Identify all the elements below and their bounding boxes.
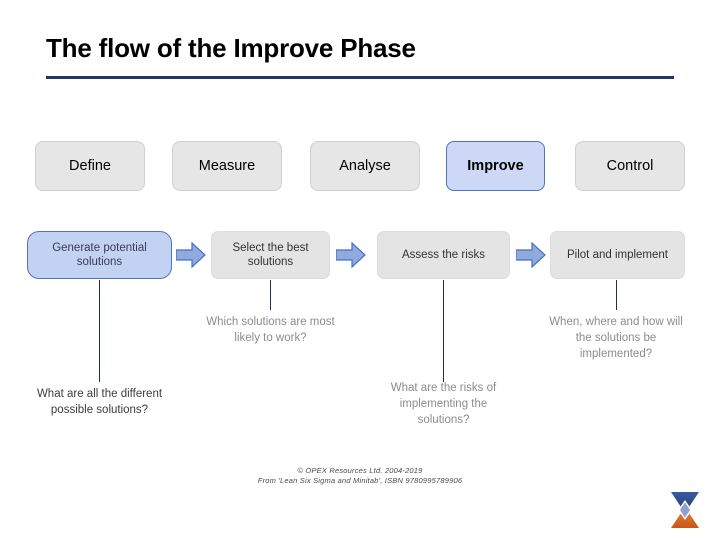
phase-box-analyse[interactable]: Analyse bbox=[310, 141, 420, 191]
arrow-right-icon-2 bbox=[336, 242, 366, 268]
connector-line-select bbox=[270, 280, 271, 310]
caption-assess: What are the risks of implementing the s… bbox=[390, 382, 497, 426]
phase-label: Define bbox=[69, 158, 111, 174]
connector-line-pilot bbox=[616, 280, 617, 310]
step-box-pilot-and-implement[interactable]: Pilot and implement bbox=[550, 231, 685, 279]
arrow-right-icon-1 bbox=[176, 242, 206, 268]
page-title: The flow of the Improve Phase bbox=[46, 33, 416, 63]
step-label: Assess the risks bbox=[401, 249, 486, 261]
footer-copyright-line: © OPEX Resources Ltd. 2004-2019 bbox=[297, 466, 423, 475]
phase-label: Improve bbox=[467, 158, 524, 174]
arrow-right-icon-3 bbox=[516, 242, 546, 268]
phase-box-define[interactable]: Define bbox=[35, 141, 145, 191]
caption-generate: What are all the different possible solu… bbox=[36, 388, 163, 416]
phase-box-control[interactable]: Control bbox=[575, 141, 685, 191]
phase-box-measure[interactable]: Measure bbox=[172, 141, 282, 191]
step-box-assess-the-risks[interactable]: Assess the risks bbox=[377, 231, 510, 279]
connector-line-generate bbox=[99, 280, 100, 382]
step-label: Generate potential solutions bbox=[52, 242, 147, 268]
phase-label: Analyse bbox=[339, 158, 391, 174]
phase-label: Measure bbox=[198, 158, 256, 174]
step-box-select-best-solutions[interactable]: Select the best solutions bbox=[211, 231, 330, 279]
connector-line-assess bbox=[443, 280, 444, 382]
title-underline-rule bbox=[46, 76, 674, 79]
phase-label: Control bbox=[606, 158, 654, 174]
step-label: Pilot and implement bbox=[567, 249, 668, 261]
phase-box-improve[interactable]: Improve bbox=[446, 141, 545, 191]
caption-pilot: When, where and how will the solutions b… bbox=[549, 316, 683, 360]
opex-resources-logo-icon bbox=[671, 492, 699, 528]
step-label: Select the best solutions bbox=[232, 242, 309, 268]
footer-source-line: From 'Lean Six Sigma and Minitab', ISBN … bbox=[257, 476, 463, 485]
step-box-generate-potential-solutions[interactable]: Generate potential solutions bbox=[27, 231, 172, 279]
caption-select: Which solutions are most likely to work? bbox=[206, 316, 335, 344]
